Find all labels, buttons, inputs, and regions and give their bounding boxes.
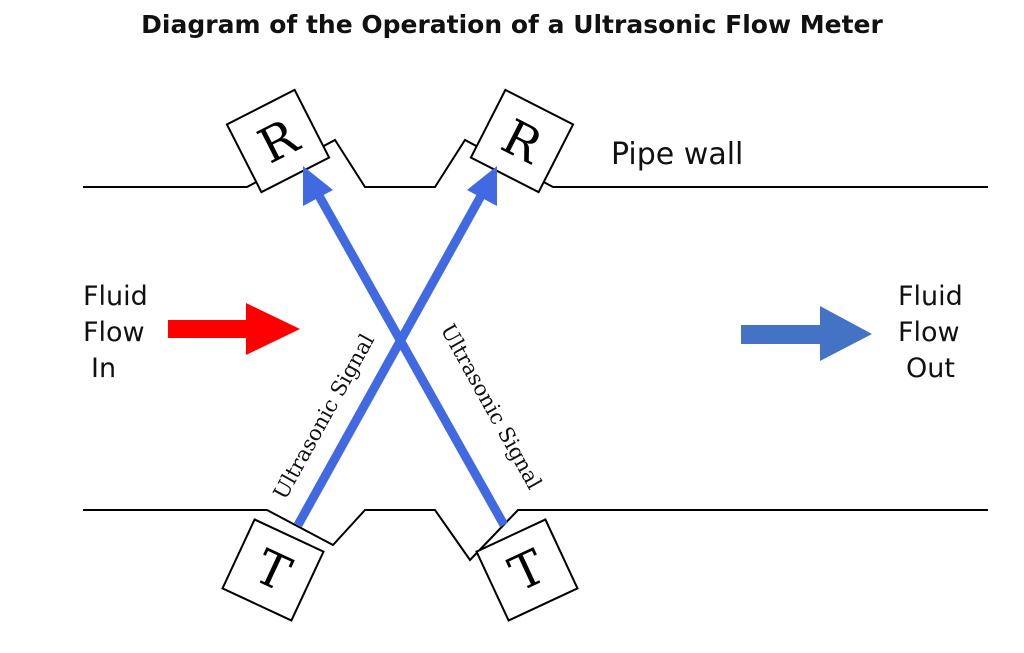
pipe-wall-label: Pipe wall: [611, 137, 744, 172]
flow-out-label-line-3: Out: [906, 353, 955, 384]
flow-out-label: Fluid Flow Out: [898, 279, 963, 387]
flow-out-arrow: [741, 306, 872, 361]
bottom-pipe-wall: [83, 509, 988, 562]
flow-out-label-line-1: Fluid: [898, 281, 963, 312]
signal-label-right: Ultrasonic Signal: [436, 320, 547, 494]
flow-in-label-line-3: In: [91, 353, 117, 384]
transmitter-right: T: [475, 518, 579, 622]
flow-in-label-line-1: Fluid: [83, 281, 148, 312]
flow-in-label-line-2: Flow: [83, 317, 145, 348]
diagram-title: Diagram of the Operation of a Ultrasonic…: [141, 10, 883, 39]
flow-in-arrow: [168, 303, 300, 355]
signal-beam-right-to-left: [303, 166, 508, 528]
flow-in-label: Fluid Flow In: [83, 279, 148, 387]
transmitter-left: T: [221, 518, 325, 622]
signal-beam-left-to-right: [294, 166, 497, 528]
flow-out-label-line-2: Flow: [898, 317, 960, 348]
